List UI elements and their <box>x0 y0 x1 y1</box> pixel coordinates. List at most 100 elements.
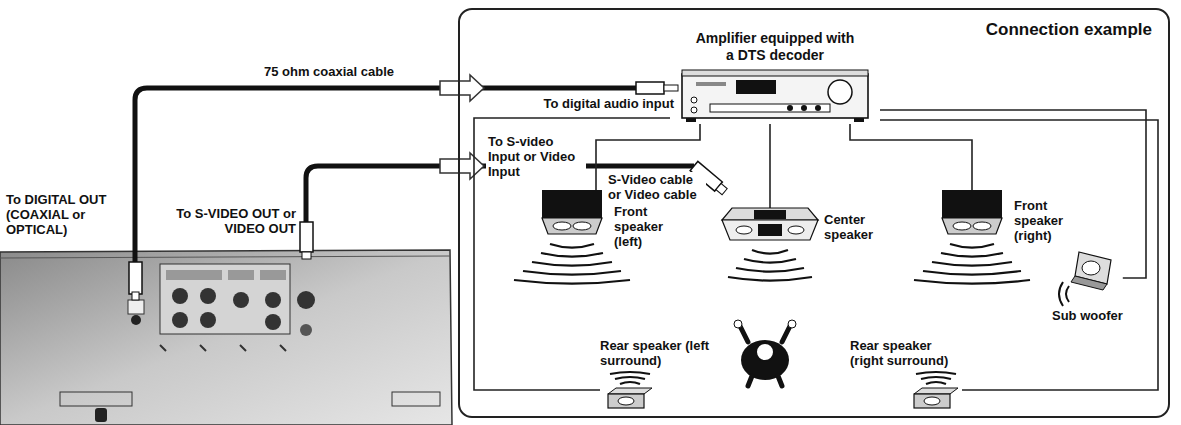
front-icon <box>550 244 594 248</box>
front-icon <box>542 218 602 234</box>
rear-icon <box>924 397 940 405</box>
player-back-panel <box>60 392 132 406</box>
front-icon <box>950 244 994 248</box>
player-back-panel <box>233 292 249 308</box>
rear-icon <box>921 377 951 379</box>
front-icon <box>542 190 602 218</box>
front-icon <box>953 222 971 230</box>
amp-icon <box>736 80 776 94</box>
rear-icon <box>906 370 962 410</box>
rear-icon <box>916 372 956 374</box>
amp-icon <box>682 74 868 118</box>
rear-icon <box>610 372 650 374</box>
player-back-panel <box>200 312 216 328</box>
center-icon <box>722 220 818 240</box>
rear-speaker: Rear speaker (right surround) <box>850 338 962 410</box>
sub-woofer: Sub woofer <box>1052 250 1123 323</box>
speaker-wire <box>850 124 972 190</box>
amp-icon <box>828 80 852 104</box>
rear-icon <box>618 397 634 405</box>
rear-icon <box>914 394 950 408</box>
front-icon <box>914 280 1030 284</box>
player-back-panel <box>260 270 286 280</box>
front-icon <box>973 222 991 230</box>
callout-label: To digital audio input <box>532 96 676 111</box>
rear-icon <box>608 388 652 394</box>
speaker-wire <box>769 124 771 208</box>
callout-label: S-Video cable or Video cable <box>606 172 706 202</box>
player-back-panel <box>160 264 290 334</box>
connection-panel: Connection exampleAmplifier equipped wit… <box>458 8 1170 418</box>
amp-icon <box>680 68 870 124</box>
s-video-cable <box>716 184 727 195</box>
coaxial-cable <box>132 292 139 300</box>
listener-figure <box>741 340 789 380</box>
listener-figure <box>788 320 796 328</box>
amp-icon <box>787 105 793 111</box>
front-icon <box>514 280 630 284</box>
rear-icon <box>600 370 656 410</box>
coaxial-cable <box>664 85 678 91</box>
listener-figure <box>748 376 782 386</box>
front-icon <box>942 218 1002 234</box>
player-back-panel <box>131 315 141 325</box>
rear-icon <box>608 394 644 408</box>
rear-speaker: Rear speaker (left surround) <box>600 338 712 410</box>
front-icon <box>536 190 608 290</box>
front-speaker: Front speaker (right) <box>936 190 1086 290</box>
amp-icon <box>686 118 696 122</box>
front-icon <box>936 190 1008 290</box>
player-back-panel <box>392 392 440 406</box>
rear-icon <box>914 388 958 394</box>
amp-icon <box>815 105 821 111</box>
coaxial-cable <box>636 82 664 94</box>
s-video-cable <box>300 222 313 252</box>
player-back-panel <box>160 345 286 351</box>
front-icon <box>523 271 621 275</box>
center-icon <box>758 224 782 236</box>
front-icon <box>932 262 1012 266</box>
amp-icon <box>801 105 807 111</box>
player-back-panel <box>0 250 452 425</box>
sub-icon <box>1059 250 1115 306</box>
center-icon <box>722 208 818 220</box>
s-video-cable <box>302 252 311 259</box>
amp-icon <box>710 104 830 112</box>
player-back-panel <box>300 324 312 336</box>
front-icon <box>532 262 612 266</box>
callout-label: To S-VIDEO OUT or VIDEO OUT <box>156 206 298 236</box>
front-icon <box>942 190 1002 218</box>
sub-icon <box>1071 276 1107 290</box>
coaxial-cable <box>129 262 142 294</box>
node-label: Center speaker <box>824 212 888 242</box>
center-icon <box>752 250 788 254</box>
front-icon <box>923 271 1021 275</box>
rear-icon <box>620 382 640 384</box>
front-icon <box>941 253 1003 257</box>
sub-icon <box>1059 282 1069 306</box>
amp-icon <box>696 82 726 86</box>
player-back-panel <box>265 292 281 308</box>
speaker-wire <box>880 110 1146 278</box>
amp-icon <box>682 70 868 76</box>
player-back-panel <box>128 300 144 314</box>
player-back-panel <box>166 270 222 280</box>
node-label: Front speaker (left) <box>614 204 676 249</box>
block-arrow <box>440 75 484 179</box>
callout-label: To S-video Input or Video Input <box>486 134 586 179</box>
player-back-panel <box>0 250 452 425</box>
amplifier: Amplifier equipped with a DTS decoder <box>670 30 880 124</box>
node-label: Amplifier equipped with a DTS decoder <box>695 30 855 64</box>
node-label: Front speaker (right) <box>1014 198 1086 243</box>
center-speaker: Center speaker <box>722 208 888 290</box>
center-icon <box>744 259 796 263</box>
callout-label: 75 ohm coaxial cable <box>262 64 426 79</box>
block-arrow <box>440 75 484 101</box>
player-back-panel <box>297 291 315 309</box>
listener-figure <box>756 343 774 361</box>
amp-icon <box>691 107 697 113</box>
player-back-panel <box>95 408 107 422</box>
node-label: Rear speaker (right surround) <box>850 338 962 368</box>
player-back-panel <box>200 288 216 304</box>
